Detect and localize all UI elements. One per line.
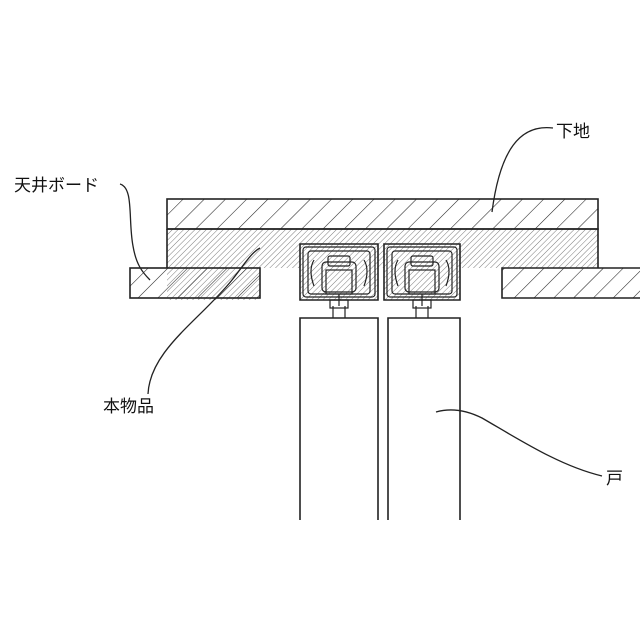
ceiling-board-right [502, 268, 640, 298]
door-left [300, 318, 378, 520]
door-right [388, 318, 460, 520]
label-ceiling-board: 天井ボード [14, 176, 99, 196]
label-door: 戸 [606, 469, 623, 489]
label-product: 本物品 [103, 397, 154, 417]
leader-line-ceiling-board [120, 184, 150, 280]
base-layer [167, 199, 598, 229]
label-base: 下地 [556, 122, 590, 142]
leader-line-door [436, 410, 602, 476]
ceiling-board-left [130, 268, 260, 298]
